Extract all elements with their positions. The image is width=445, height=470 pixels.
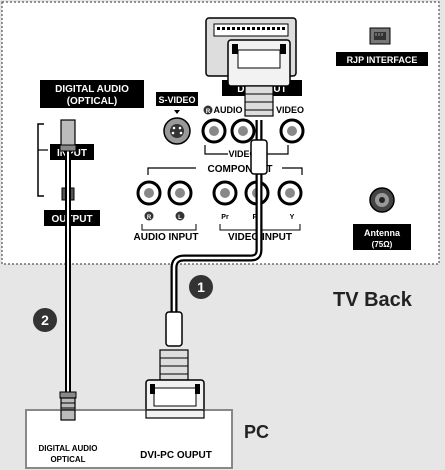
svg-text:R: R xyxy=(147,215,152,221)
video1-label: VIDEO1 xyxy=(228,149,261,159)
pc-optical-label: OPTICAL xyxy=(50,455,85,464)
pc-title: PC xyxy=(244,422,269,442)
antenna-block: Antenna (75Ω) xyxy=(353,187,411,250)
optical-label: (OPTICAL) xyxy=(67,96,118,107)
y-label: Y xyxy=(290,214,295,221)
component-label: COMPONENT xyxy=(208,164,273,175)
r-badge xyxy=(144,211,154,221)
video1-block: R AUDIO VIDEO VIDEO1 xyxy=(201,105,305,159)
rjp-block: RJP INTERFACE xyxy=(336,27,428,66)
antenna-label: Antenna xyxy=(364,228,401,238)
rjp-label: RJP INTERFACE xyxy=(347,55,418,65)
l-badge xyxy=(175,211,185,221)
step-2-number: 2 xyxy=(41,312,49,328)
digital-audio-label-box xyxy=(40,80,144,108)
pc-panel-box xyxy=(25,409,233,469)
rjp-label-box xyxy=(336,52,428,66)
step-2-callout: 2 xyxy=(33,308,57,332)
step-1-number: 1 xyxy=(197,279,205,295)
optical-cable xyxy=(59,119,77,421)
pc-panel: DIGITAL AUDIO OPTICAL DVI-PC OUPUT PC xyxy=(25,409,269,469)
r-badge-top xyxy=(203,105,213,115)
pc-dvi-output-label: DVI-PC OUPUT xyxy=(140,450,212,461)
tv-back-title: TV Back xyxy=(333,289,413,311)
pr-label: Pr xyxy=(221,214,229,221)
antenna-label-box xyxy=(353,224,411,250)
output-label-box xyxy=(44,210,100,226)
audio-label: AUDIO xyxy=(214,105,243,115)
output-label: OUTPUT xyxy=(51,214,92,225)
audio-bracket xyxy=(37,123,44,197)
svideo-label-box xyxy=(156,92,198,106)
step-1-badge xyxy=(189,275,213,299)
antenna-ohm-label: (75Ω) xyxy=(372,240,393,249)
digital-audio-label: DIGITAL AUDIO xyxy=(55,84,129,95)
step-2-badge xyxy=(33,308,57,332)
dvi-cable xyxy=(145,39,291,419)
step-1-callout: 1 xyxy=(189,275,213,299)
pc-digital-audio-label: DIGITAL AUDIO xyxy=(39,444,98,453)
video-label: VIDEO xyxy=(276,105,304,115)
audio-input-label: AUDIO INPUT xyxy=(134,232,199,243)
svg-text:L: L xyxy=(178,215,182,221)
svg-text:R: R xyxy=(206,109,211,115)
input-label: INPUT xyxy=(57,148,87,159)
svideo-block: S-VIDEO xyxy=(156,92,198,145)
svideo-label: S-VIDEO xyxy=(158,95,195,105)
